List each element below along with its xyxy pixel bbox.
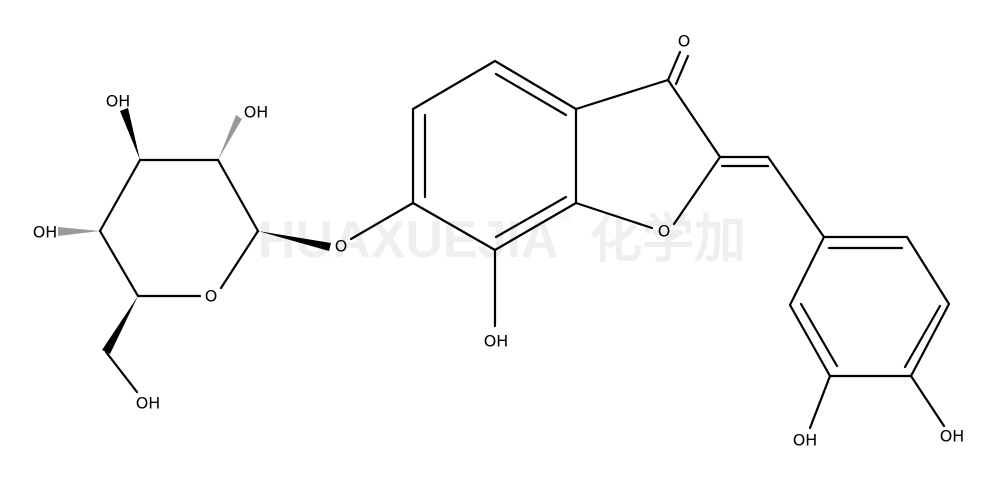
hashed-wedge-c5-oh (58, 227, 100, 236)
bond-r5-r6-inner (799, 302, 839, 368)
watermark-chinese: 化学加 (590, 211, 746, 269)
bond-b3-b4-inner (494, 72, 568, 117)
bond-r3-r4-inner (903, 304, 942, 369)
wedge-c4-oh (120, 108, 140, 160)
bond-r6-r1 (788, 235, 826, 307)
bond-r5-r6 (788, 303, 832, 378)
watermark-registered: ® (560, 209, 571, 225)
oh-ch2-label: OH (136, 394, 161, 413)
glucose-ring (58, 108, 331, 394)
benzo-ring (411, 59, 578, 328)
wedge-c6-ch2 (102, 296, 138, 354)
bond-c3-o-a (666, 50, 682, 82)
oh-c2-label: OH (33, 223, 58, 242)
bond-r2-r3 (905, 235, 951, 306)
bond-ch2-oh (104, 350, 139, 394)
oh-para-label: OH (940, 427, 965, 446)
bond-c2-o1 (672, 155, 722, 226)
bond-r3-r4 (909, 302, 951, 378)
bond-r4-oh (909, 374, 946, 428)
oh-meta-label: OH (793, 431, 818, 450)
hashed-wedge-c3-oh (218, 115, 242, 160)
bond-c3-o-b (674, 54, 690, 86)
oh-c4-label: OH (106, 92, 131, 111)
oh-c3-label: OH (244, 103, 269, 122)
bond-o1-c7a (574, 201, 654, 230)
furan-oxygen-label: O (658, 222, 671, 241)
bond-c3-c2 (666, 78, 722, 159)
oh-c7-label: OH (484, 332, 509, 351)
glycosidic-oxygen-label: O (335, 237, 348, 256)
bond-b3-b4 (493, 59, 578, 111)
catechol-ring (788, 235, 951, 430)
bond-c2-ring-o (219, 229, 260, 290)
bond-b2-b3 (411, 59, 497, 111)
furanone-ring (574, 50, 826, 239)
bond-c3-c2 (216, 158, 260, 233)
ring-oxygen-label: O (205, 287, 218, 306)
bond-b6-b1 (411, 201, 497, 252)
bond-c6-c5 (98, 229, 140, 298)
watermark: HUAXUEJIA ® 化学加 (258, 209, 746, 269)
wedge-anomeric-o (258, 231, 331, 251)
atom-labels: OH OH OH O OH O OH O O OH OH (33, 32, 965, 450)
bond-b5-b6-inner (494, 195, 568, 239)
bond-glyco-o-c6 (349, 201, 415, 241)
bond-b5-b6 (493, 201, 578, 252)
ketone-oxygen-label: O (678, 32, 691, 51)
bond-c3a-c3 (574, 78, 670, 111)
bond-ch-aryl (766, 155, 826, 239)
bond-c5-c4 (98, 158, 142, 233)
bond-r5-oh (808, 374, 832, 430)
